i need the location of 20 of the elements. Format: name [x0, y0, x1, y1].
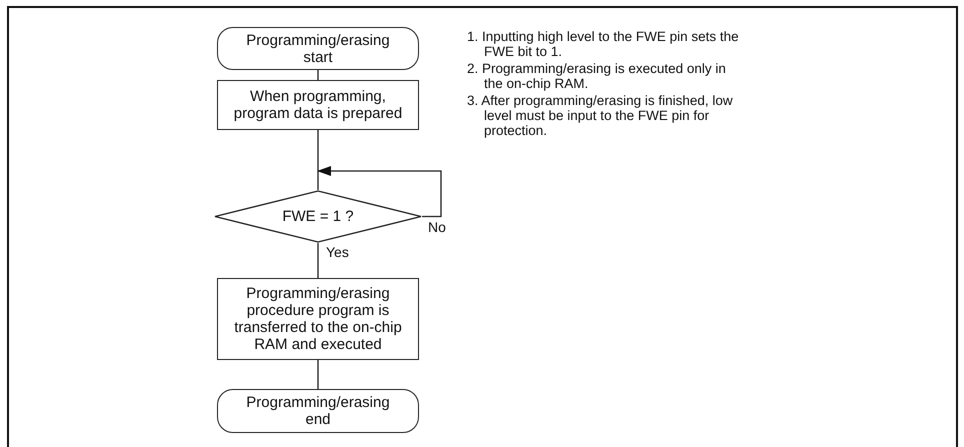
terminal-box — [217, 27, 419, 70]
note-text: 2. Programming/erasing is executed only in the on-chip RAM. — [467, 61, 727, 91]
node-text: Programming/erasing procedure program is transferred to the on-chip RAM and executed — [233, 285, 403, 353]
arrow — [317, 166, 442, 218]
edge-label: No — [428, 220, 446, 234]
connector-line — [317, 360, 319, 389]
node-text: FWE = 1 ? — [282, 208, 354, 225]
connector-line — [317, 70, 319, 80]
process-box — [217, 80, 419, 130]
process-box — [217, 278, 419, 360]
connector-line — [317, 243, 319, 278]
node-text: Programming/erasing end — [245, 394, 391, 428]
decision-diamond — [214, 190, 422, 243]
note-text: 3. After programming/erasing is finished, low level must be input to the FWE pin for protection. — [467, 93, 734, 138]
connector-line — [317, 130, 319, 190]
note-text: 1. Inputting high level to the FWE pin sets the FWE bit to 1. — [467, 29, 739, 59]
edge-label: Yes — [326, 245, 349, 260]
terminal-box — [217, 389, 419, 433]
node-text: Programming/erasing start — [245, 32, 391, 66]
node-text: When programming, program data is prepared — [232, 88, 404, 122]
